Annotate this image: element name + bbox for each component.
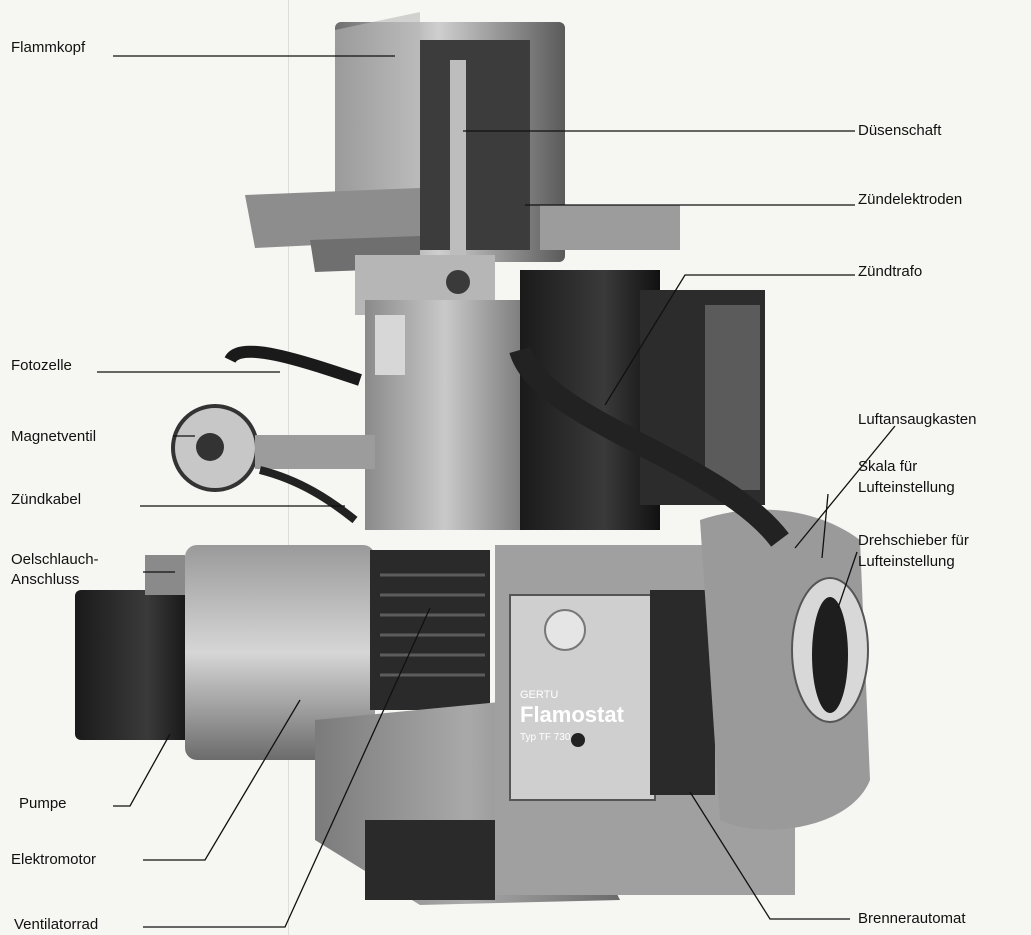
flame-head bbox=[335, 12, 565, 290]
label-fotozelle: Fotozelle bbox=[11, 357, 72, 374]
photocell-cable bbox=[224, 345, 362, 386]
air-damper-knob bbox=[812, 597, 848, 713]
label-skala-line1: Skala für bbox=[858, 458, 918, 475]
label-pumpe: Pumpe bbox=[19, 795, 67, 812]
burner-control-box: GERTU Flamostat Typ TF 730 bbox=[509, 590, 715, 801]
air-intake-box bbox=[509, 346, 870, 830]
pump bbox=[75, 555, 195, 740]
label-oelschlauch-line2: Anschluss bbox=[11, 571, 80, 588]
mounting-flange bbox=[245, 188, 680, 272]
label-flammkopf: Flammkopf bbox=[11, 39, 86, 56]
central-block bbox=[355, 255, 525, 530]
leader-lines bbox=[97, 55, 896, 928]
label-zuendtrafo: Zündtrafo bbox=[858, 263, 923, 280]
label-skala-line2: Lufteinstellung bbox=[858, 479, 955, 496]
label-drehschieber-line1: Drehschieber für bbox=[858, 532, 969, 549]
label-oelschlauch-line1: Oelschlauch- bbox=[11, 551, 99, 568]
control-brand: GERTU bbox=[520, 689, 558, 701]
electric-motor bbox=[185, 545, 490, 760]
solenoid-valve bbox=[171, 404, 375, 524]
control-model: Typ TF 730 bbox=[520, 732, 571, 743]
control-product-name: Flamostat bbox=[520, 702, 625, 727]
label-zuendelektroden: Zündelektroden bbox=[858, 191, 963, 208]
label-drehschieber-line2: Lufteinstellung bbox=[858, 553, 955, 570]
label-brennerautomat: Brennerautomat bbox=[858, 910, 966, 927]
label-duesenschaft: Düsenschaft bbox=[858, 122, 942, 139]
label-magnetventil: Magnetventil bbox=[11, 428, 97, 445]
label-zuendkabel: Zündkabel bbox=[11, 491, 82, 508]
label-ventilatorrad: Ventilatorrad bbox=[14, 916, 99, 933]
label-luftansaugkasten: Luftansaugkasten bbox=[858, 411, 977, 428]
label-elektromotor: Elektromotor bbox=[11, 851, 97, 868]
